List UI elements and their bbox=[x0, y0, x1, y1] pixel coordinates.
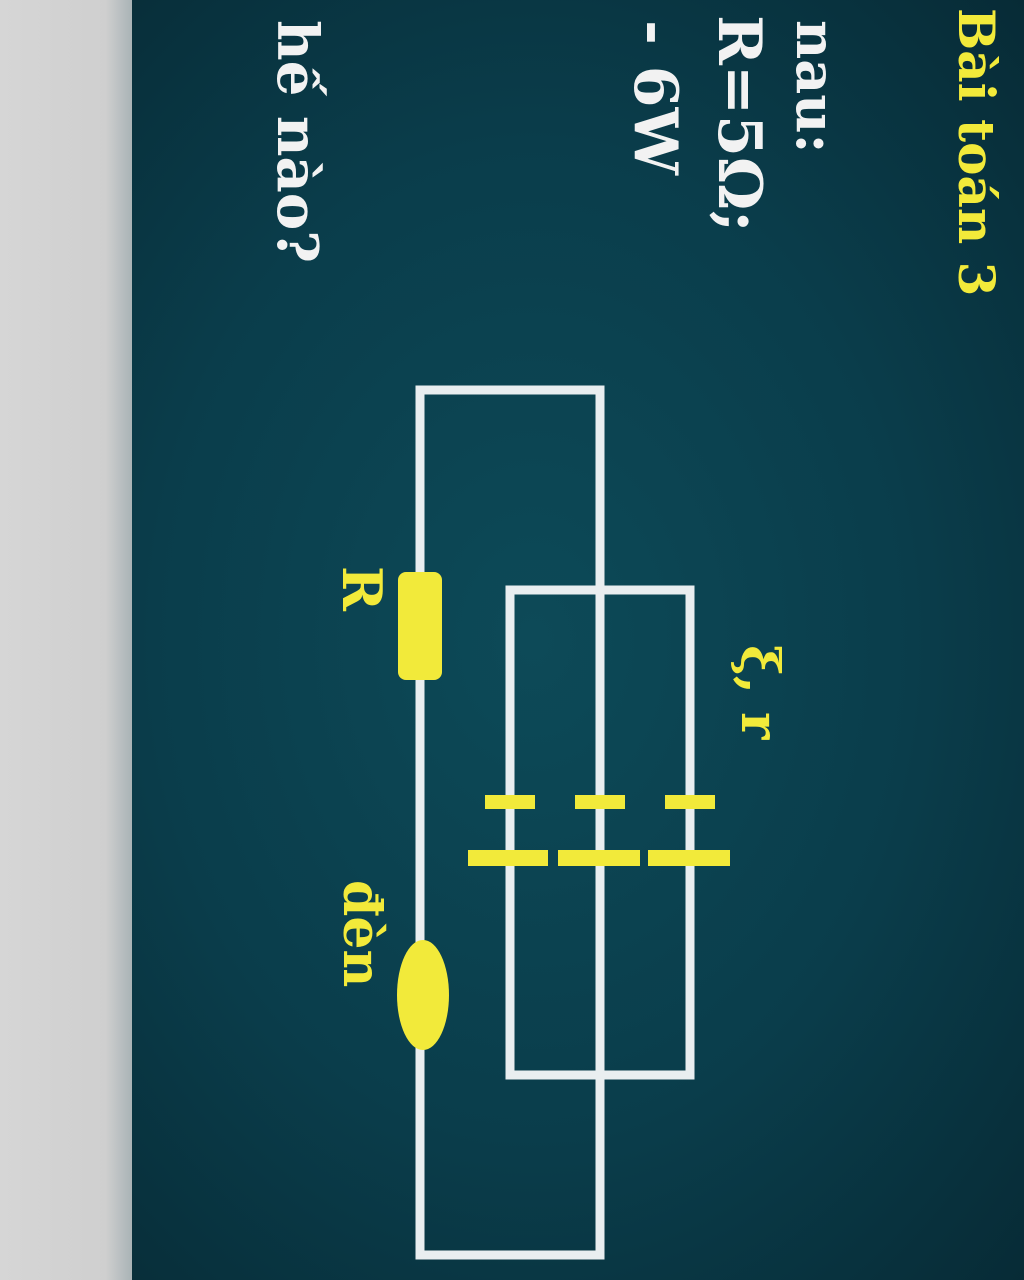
cell-1-short-plate bbox=[485, 795, 535, 809]
cell-2-short-plate bbox=[575, 795, 625, 809]
circuit-wires bbox=[415, 385, 695, 1260]
resistor-symbol bbox=[398, 572, 442, 680]
cell-1-long-plate bbox=[468, 850, 548, 866]
slide-background bbox=[132, 0, 1024, 1280]
lamp-symbol bbox=[397, 940, 449, 1050]
emf-label: ξ, r bbox=[729, 645, 790, 740]
resistor-label: R bbox=[330, 566, 394, 611]
page-margin bbox=[0, 0, 132, 1280]
cell-3-short-plate bbox=[665, 795, 715, 809]
battery-cells bbox=[468, 795, 730, 866]
lamp-label: đèn bbox=[331, 880, 392, 988]
cell-3-long-plate bbox=[648, 850, 730, 866]
cell-2-long-plate bbox=[558, 850, 640, 866]
